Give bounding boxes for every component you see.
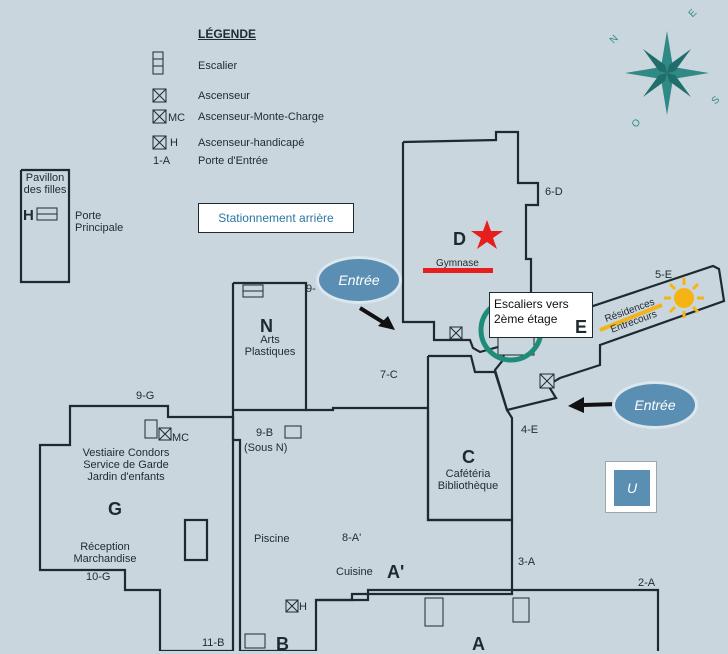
stair-icon (424, 597, 444, 627)
stair-icon (244, 633, 266, 649)
building-d-letter: D (453, 229, 466, 249)
piscine-label: Piscine (254, 533, 290, 545)
door-5e: 5-E (655, 269, 673, 281)
building-pavillon-outline (19, 168, 71, 284)
building-b-letter: B (276, 634, 289, 654)
building-g-name: Vestiaire Condors Service de Garde Jardi… (82, 447, 170, 483)
door-7c: 7-C (380, 369, 398, 381)
legend-elevator-label: Ascenseur (198, 90, 250, 102)
building-a-letter: A (472, 634, 485, 654)
h-label: H (299, 601, 307, 613)
sun-icon (664, 278, 704, 318)
stair-icon (144, 419, 158, 439)
door-8a: 8-A' (342, 532, 362, 544)
door-10g: 10-G (86, 571, 111, 583)
star-icon (471, 220, 503, 249)
legend-handicap-label: Ascenseur-handicapé (198, 137, 305, 149)
building-aprime-outline (306, 406, 514, 651)
door-9g: 9-G (136, 390, 155, 402)
door-9b: 9-B (256, 427, 274, 439)
building-c-outline (426, 354, 514, 522)
door-11b: 11-B (202, 637, 225, 649)
entree-callout-1: Entrée (316, 256, 402, 304)
door-4e: 4-E (521, 424, 539, 436)
arrow-head-1 (378, 316, 395, 330)
door-2a: 2-A (638, 577, 656, 589)
arrow-head-2 (568, 397, 584, 413)
legend-freight-code: MC (168, 112, 186, 124)
pavillon-label: Pavillon des filles (23, 172, 67, 196)
building-c-name: Cafétéria Bibliothèque (437, 468, 499, 492)
legend-handicap-code: H (170, 137, 178, 149)
door-9n: 9- (306, 283, 316, 295)
legend-entrance-label: Porte d'Entrée (198, 155, 268, 167)
building-g-inner-box (183, 518, 209, 562)
pavillon-h: H (23, 207, 34, 224)
parking-label: Stationnement arrière (218, 211, 334, 225)
building-e-outline (493, 264, 726, 412)
u-label: U (614, 470, 650, 506)
sous-n-label: (Sous N) (244, 442, 288, 454)
building-c-letter: C (462, 447, 475, 467)
residence-bar (599, 303, 663, 332)
legend-stair-icon (152, 51, 164, 75)
legend-title: LÉGENDE (198, 27, 257, 41)
building-n-name: Arts Plastiques (244, 334, 296, 358)
door-6d: 6-D (545, 186, 563, 198)
building-n-letter: N (260, 316, 273, 336)
parking-callout: Stationnement arrière (198, 203, 354, 233)
mc-label: MC (172, 432, 190, 444)
legend-entrance-code: 1-A (153, 155, 171, 167)
legend-freight-label: Ascenseur-Monte-Charge (198, 111, 324, 123)
building-g-outline (38, 404, 235, 651)
stairs-callout: Escaliers vers 2ème étage (489, 292, 593, 338)
arrow-entree-1 (358, 306, 388, 326)
door-3a: 3-A (518, 556, 536, 568)
u-callout: U (605, 461, 657, 513)
building-g-reception: Réception Marchandise (73, 541, 137, 565)
building-a-outline (316, 588, 660, 651)
stairs-label: Escaliers vers 2ème étage (494, 297, 569, 326)
entree-callout-2: Entrée (612, 381, 698, 429)
building-g-letter: G (108, 499, 123, 519)
compass-icon (625, 31, 709, 115)
stair-icon (512, 597, 530, 623)
legend-stair-label: Escalier (198, 60, 238, 72)
building-d-gym: Gymnase (436, 258, 479, 269)
gym-bar (423, 268, 493, 273)
cuisine-label: Cuisine (336, 566, 373, 578)
building-aprime-letter: A' (387, 562, 405, 582)
porte-principale-label: Porte Principale (75, 210, 124, 234)
building-e-letter: E (575, 317, 588, 337)
stair-icon (284, 425, 302, 439)
